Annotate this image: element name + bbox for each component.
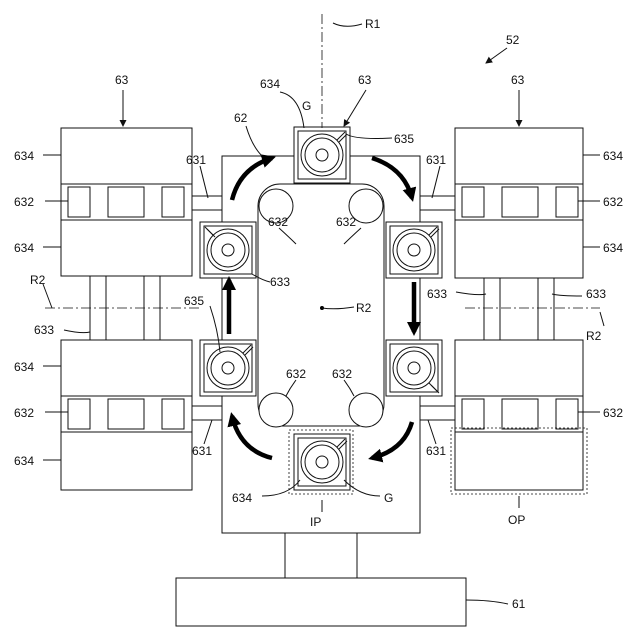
label-631-tr: 631 [426, 153, 446, 167]
left-cassette-stack [61, 128, 192, 490]
label-62: 62 [234, 111, 248, 125]
arm-631-tl [192, 196, 222, 210]
label-R2-left: R2 [30, 273, 46, 287]
label-632-inner-tl: 632 [268, 215, 288, 229]
label-OP: OP [508, 513, 525, 527]
label-631-br: 631 [426, 444, 446, 458]
label-63-mid: 63 [358, 73, 372, 87]
label-635-top: 635 [394, 132, 414, 146]
label-633-right-a: 633 [427, 287, 447, 301]
pillar [285, 533, 357, 578]
label-632-inner-br: 632 [332, 367, 352, 381]
arm-631-br [420, 406, 455, 420]
label-631-tl: 631 [186, 153, 206, 167]
arm-631-tr [420, 196, 455, 210]
wafer-holder-634 [386, 340, 442, 396]
label-634-top: 634 [260, 77, 280, 91]
right-cassette-stack [451, 128, 587, 494]
wafer-holder-634 [294, 434, 350, 490]
label-634-l4: 634 [14, 454, 34, 468]
label-633-left: 633 [34, 323, 54, 337]
label-631-bl: 631 [192, 444, 212, 458]
arm-631-bl [192, 406, 222, 420]
label-632-inner-bl: 632 [286, 367, 306, 381]
roller-632-br [349, 393, 383, 427]
label-635-left: 635 [184, 294, 204, 308]
label-63-right: 63 [511, 73, 525, 87]
label-634-l2: 634 [14, 241, 34, 255]
label-R1: R1 [365, 17, 381, 31]
label-632-l2: 632 [14, 406, 34, 420]
label-R2-right: R2 [586, 329, 602, 343]
wafer-holder-634 [200, 222, 256, 278]
label-633-inner: 633 [270, 275, 290, 289]
label-G-bottom: G [384, 491, 393, 505]
wafer-holder-634 [200, 340, 256, 396]
label-632-r1: 632 [603, 195, 623, 209]
label-634-r1: 634 [603, 149, 623, 163]
label-634-l1: 634 [14, 149, 34, 163]
base-61 [176, 578, 466, 626]
label-G-top: G [302, 99, 311, 113]
label-61: 61 [512, 597, 526, 611]
label-52: 52 [506, 33, 520, 47]
roller-632-bl [259, 393, 293, 427]
label-R2-center: R2 [356, 301, 372, 315]
label-633-right-b: 633 [586, 287, 606, 301]
label-63-left: 63 [115, 73, 129, 87]
wafer-holder-634 [294, 127, 350, 183]
label-632-l1: 632 [14, 195, 34, 209]
label-IP: IP [310, 515, 321, 529]
label-632-inner-tr: 632 [336, 215, 356, 229]
label-634-l3: 634 [14, 360, 34, 374]
label-632-r2: 632 [603, 406, 623, 420]
label-634-r2: 634 [603, 241, 623, 255]
label-634-bottom: 634 [232, 491, 252, 505]
wafer-holder-634 [386, 222, 442, 278]
